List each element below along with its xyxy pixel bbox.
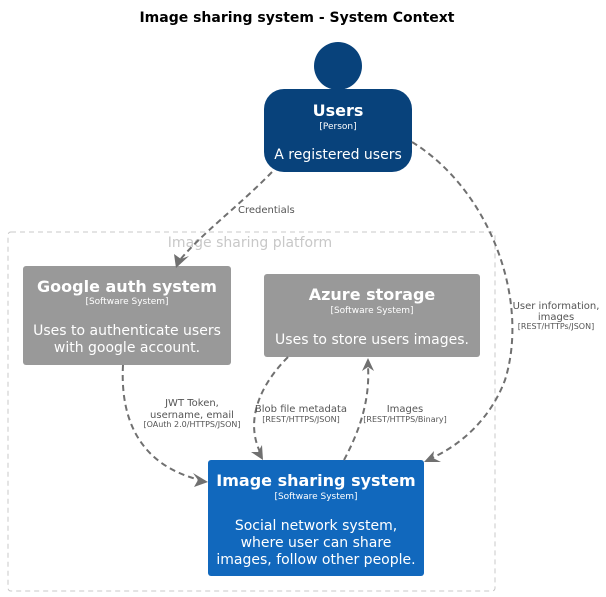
edge-blob-metadata: Blob file metadata [REST/HTTPS/JSON] — [251, 356, 347, 460]
boundary-label: Image sharing platform — [168, 235, 332, 251]
edge-label: username, email — [150, 410, 234, 421]
edge-line — [411, 141, 514, 459]
arrowhead-icon — [174, 254, 189, 268]
node-description-line: A registered users — [274, 147, 402, 163]
edge-label: JWT Token, — [164, 398, 219, 409]
edge-line — [343, 365, 370, 461]
node-box — [264, 274, 480, 357]
edge-label: images — [538, 312, 574, 323]
arrowhead-icon — [193, 473, 208, 487]
edge-label: Blob file metadata — [255, 404, 347, 415]
node-box — [208, 460, 424, 576]
node-type: [Software System] — [330, 306, 413, 316]
node-description-line: images, follow other people. — [216, 552, 415, 568]
node-type: [Software System] — [274, 492, 357, 502]
person-body — [264, 89, 412, 172]
node-azure-storage[interactable]: Azure storage [Software System] Uses to … — [264, 274, 480, 357]
arrowhead-icon — [251, 445, 263, 460]
node-description-line: where user can share — [241, 535, 392, 551]
platform-boundary — [7, 231, 496, 592]
node-title: Image sharing system — [216, 471, 415, 490]
edge-line — [121, 364, 201, 481]
node-description-line: Uses to authenticate users — [33, 323, 221, 339]
edge-label: Credentials — [238, 205, 295, 216]
node-title: Users — [313, 101, 364, 120]
node-box — [23, 266, 231, 365]
edge-line — [253, 356, 289, 453]
arrowhead-icon — [424, 451, 441, 462]
edge-tech: [REST/HTTPs/JSON] — [518, 322, 594, 331]
edge-tech: [REST/HTTPS/Binary] — [363, 415, 446, 424]
edge-jwt-token: JWT Token, username, email [OAuth 2.0/HT… — [121, 364, 241, 487]
edge-tech: [REST/HTTPS/JSON] — [262, 415, 339, 424]
person-head-icon — [314, 42, 362, 90]
node-title: Google auth system — [37, 277, 217, 296]
node-description-line: Social network system, — [235, 518, 397, 534]
node-title: Azure storage — [309, 285, 436, 304]
node-type: [Software System] — [85, 297, 168, 307]
edge-user-information: User information, images [REST/HTTPs/JSO… — [411, 141, 600, 462]
edge-tech: [OAuth 2.0/HTTPS/JSON] — [143, 420, 240, 429]
edge-line — [179, 171, 273, 261]
edge-images: Images [REST/HTTPS/Binary] — [343, 358, 447, 461]
edge-label: Images — [387, 404, 424, 415]
node-description-line: with google account. — [54, 340, 200, 356]
node-description-line: Uses to store users images. — [275, 332, 469, 348]
diagram-title: Image sharing system - System Context — [139, 10, 454, 26]
node-type: [Person] — [319, 122, 356, 132]
edge-label: User information, — [513, 301, 600, 312]
node-image-sharing-system[interactable]: Image sharing system [Software System] S… — [208, 460, 424, 576]
node-google-auth-system[interactable]: Google auth system [Software System] Use… — [23, 266, 231, 365]
edge-credentials: Credentials — [174, 171, 295, 268]
node-users[interactable]: Users [Person] A registered users — [264, 42, 412, 172]
arrowhead-icon — [362, 358, 374, 371]
